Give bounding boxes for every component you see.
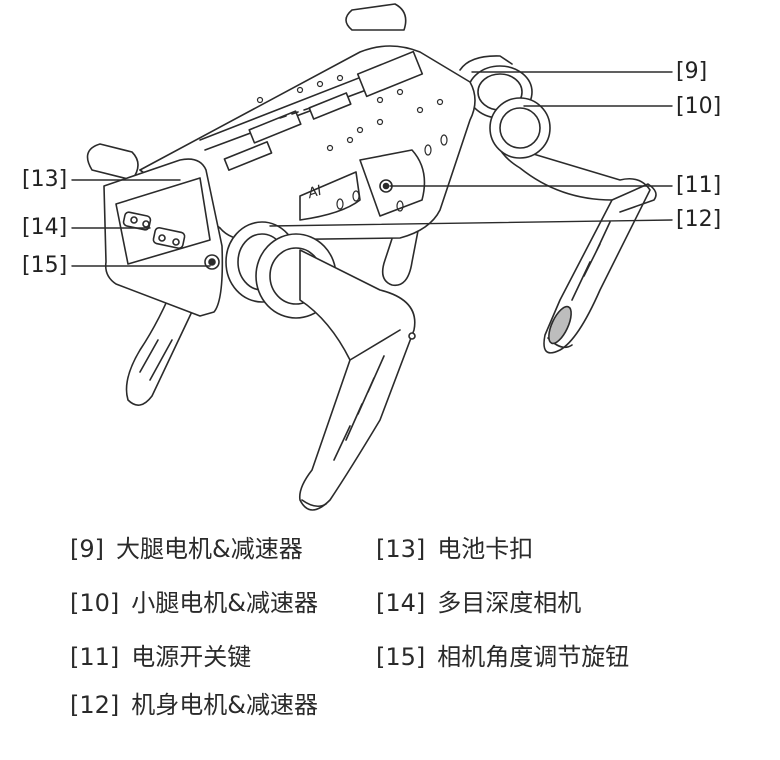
rear-thigh-motor: [459, 55, 551, 159]
legend-number: [9]: [70, 535, 104, 563]
robot-head: [103, 158, 224, 317]
robot-dog-diagram: AI: [71, 3, 673, 511]
legend-item-15: [15] 相机角度调节旋钮: [376, 642, 629, 672]
legend-text: 大腿电机&减速器: [116, 535, 303, 563]
callout-11: [11]: [676, 173, 722, 198]
leader-lines: [71, 71, 673, 267]
legend-number: [10]: [70, 589, 120, 617]
callout-9: [9]: [676, 59, 708, 84]
legend-number: [15]: [376, 643, 426, 671]
legend-text: 小腿电机&减速器: [131, 589, 318, 617]
rear-right-leg: [492, 107, 657, 354]
legend-item-10: [10] 小腿电机&减速器: [70, 588, 318, 618]
legend-text: 电源开关键: [131, 643, 252, 671]
legend-item-9: [9] 大腿电机&减速器: [70, 534, 303, 564]
legend-item-14: [14] 多目深度相机: [376, 588, 581, 618]
legend-text: 电池卡扣: [437, 535, 534, 563]
legend-item-12: [12] 机身电机&减速器: [70, 690, 318, 720]
legend-text: 多目深度相机: [437, 589, 582, 617]
callout-12: [12]: [676, 207, 722, 232]
callout-10: [10]: [676, 94, 722, 119]
legend-item-13: [13] 电池卡扣: [376, 534, 533, 564]
body-marking: AI: [305, 183, 324, 203]
callout-14: [14]: [22, 215, 68, 240]
front-right-leg: [225, 221, 416, 511]
legend-number: [11]: [70, 643, 120, 671]
legend-number: [13]: [376, 535, 426, 563]
legend-text: 机身电机&减速器: [131, 691, 318, 719]
legend-number: [14]: [376, 589, 426, 617]
legend-number: [12]: [70, 691, 120, 719]
front-far-leg: [86, 143, 205, 406]
legend-item-11: [11] 电源开关键: [70, 642, 251, 672]
legend-text: 相机角度调节旋钮: [437, 643, 630, 671]
callout-13: [13]: [22, 167, 68, 192]
callout-15: [15]: [22, 253, 68, 278]
